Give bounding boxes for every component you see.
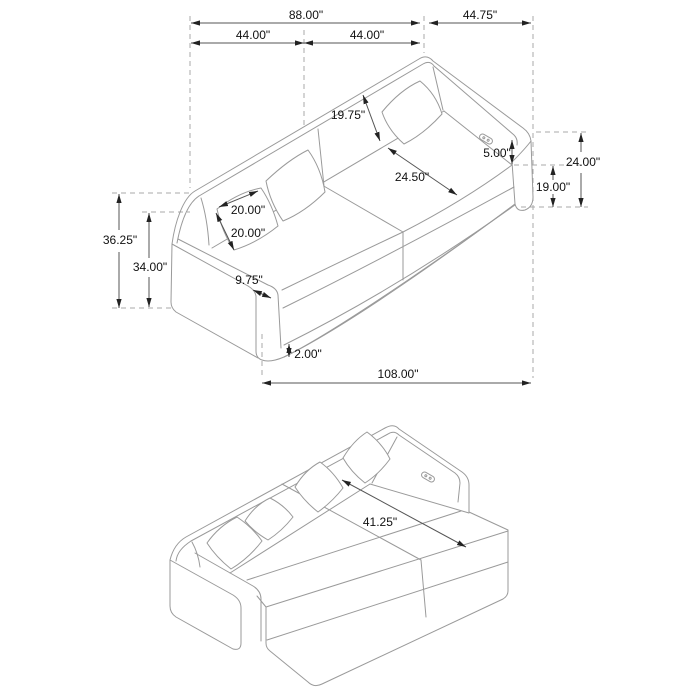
dim-overall-height: 36.25"	[103, 233, 137, 247]
pillow	[294, 461, 344, 513]
pillow	[381, 80, 443, 145]
dim-base-height: 2.00"	[294, 347, 322, 361]
bed-dimension: 41.25"	[341, 479, 467, 548]
pillow	[216, 187, 279, 251]
sofa-bed-view: 41.25"	[169, 425, 509, 687]
dim-bed-depth: 41.25"	[363, 515, 397, 529]
dim-seat-height: 19.00"	[536, 180, 570, 194]
left-armrest	[169, 559, 242, 650]
pillow	[206, 516, 263, 570]
dim-pillow-width: 20.00"	[231, 203, 265, 217]
dim-arm-above-seat: 5.00"	[483, 146, 511, 160]
dim-overall-length: 108.00"	[378, 367, 419, 381]
sofa-top-view: 88.00" 44.75" 44.00" 44.00" 19.75" 24.50…	[103, 8, 600, 386]
dim-arm-height: 24.00"	[566, 155, 600, 169]
usb-port-icon	[421, 471, 435, 483]
dim-depth-overall: 44.75"	[463, 8, 497, 22]
dim-arm-width: 9.75"	[235, 273, 263, 287]
dim-back-cushion: 19.75"	[331, 108, 365, 122]
dim-back-height: 34.00"	[133, 260, 167, 274]
dim-overall-width: 88.00"	[289, 8, 323, 22]
dim-seat-width-right: 44.00"	[350, 28, 384, 42]
bed-body	[169, 425, 509, 687]
pillow	[342, 431, 391, 484]
dim-seat-width-left: 44.00"	[236, 28, 270, 42]
dim-pillow-height: 20.00"	[231, 226, 265, 240]
sofa-body	[170, 56, 534, 362]
usb-port-icon	[479, 133, 493, 145]
extension-lines	[112, 16, 588, 378]
dimension-lines	[116, 20, 584, 386]
pillow	[265, 149, 326, 222]
dim-seat-depth: 24.50"	[395, 170, 429, 184]
dimension-labels: 88.00" 44.75" 44.00" 44.00" 19.75" 24.50…	[103, 8, 600, 381]
pillow	[244, 497, 294, 541]
